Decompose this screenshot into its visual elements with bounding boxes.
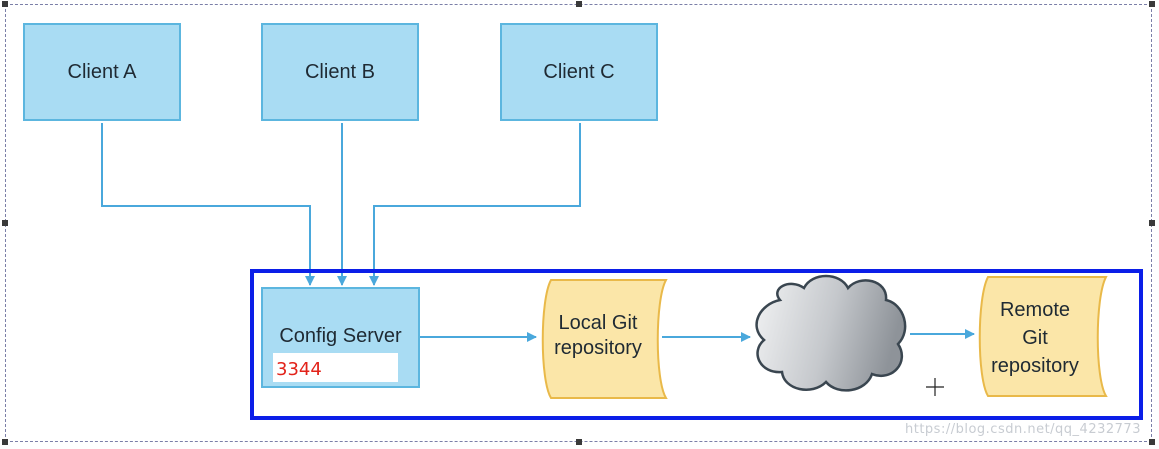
config-server-label: Config Server <box>279 325 402 347</box>
client-a-label: Client A <box>67 60 137 83</box>
frame-handle-top-left[interactable] <box>2 1 8 7</box>
client-c-box: Client C <box>500 23 658 121</box>
remote-repo-document-shape <box>978 276 1108 397</box>
crosshair-cursor-icon <box>926 378 944 396</box>
frame-handle-middle-right[interactable] <box>1149 220 1155 226</box>
client-b-box: Client B <box>261 23 419 121</box>
config-group-highlight <box>250 269 1143 420</box>
remote-repo-line-2: Git <box>1022 327 1048 349</box>
local-repo-line-2: repository <box>554 337 642 359</box>
port-label-box: 3344 <box>273 353 398 382</box>
connector-client-c-to-server <box>369 123 581 286</box>
frame-handle-bottom-right[interactable] <box>1149 439 1155 445</box>
config-server-box: Config Server 3344 <box>261 287 420 388</box>
frame-handle-bottom-left[interactable] <box>2 439 8 445</box>
remote-repo-text: Remote Git repository <box>983 296 1087 380</box>
remote-repo-line-1: Remote <box>999 299 1071 321</box>
remote-repo-line-3: repository <box>991 355 1079 377</box>
client-c-label: Client C <box>543 60 615 83</box>
connector-client-a-to-server <box>101 123 315 286</box>
local-repo-text: Local Git repository <box>548 311 648 361</box>
watermark-text: https://blog.csdn.net/qq_4232773 <box>905 422 1141 437</box>
frame-handle-top-middle[interactable] <box>576 1 582 7</box>
frame-handle-bottom-middle[interactable] <box>576 439 582 445</box>
client-b-label: Client B <box>304 60 376 83</box>
frame-handle-top-right[interactable] <box>1149 1 1155 7</box>
local-repo-line-1: Local Git <box>558 312 638 334</box>
cloud-icon <box>755 274 907 392</box>
port-number: 3344 <box>276 359 322 380</box>
frame-handle-middle-left[interactable] <box>2 220 8 226</box>
local-repo-document-shape <box>541 279 668 399</box>
client-a-box: Client A <box>23 23 181 121</box>
